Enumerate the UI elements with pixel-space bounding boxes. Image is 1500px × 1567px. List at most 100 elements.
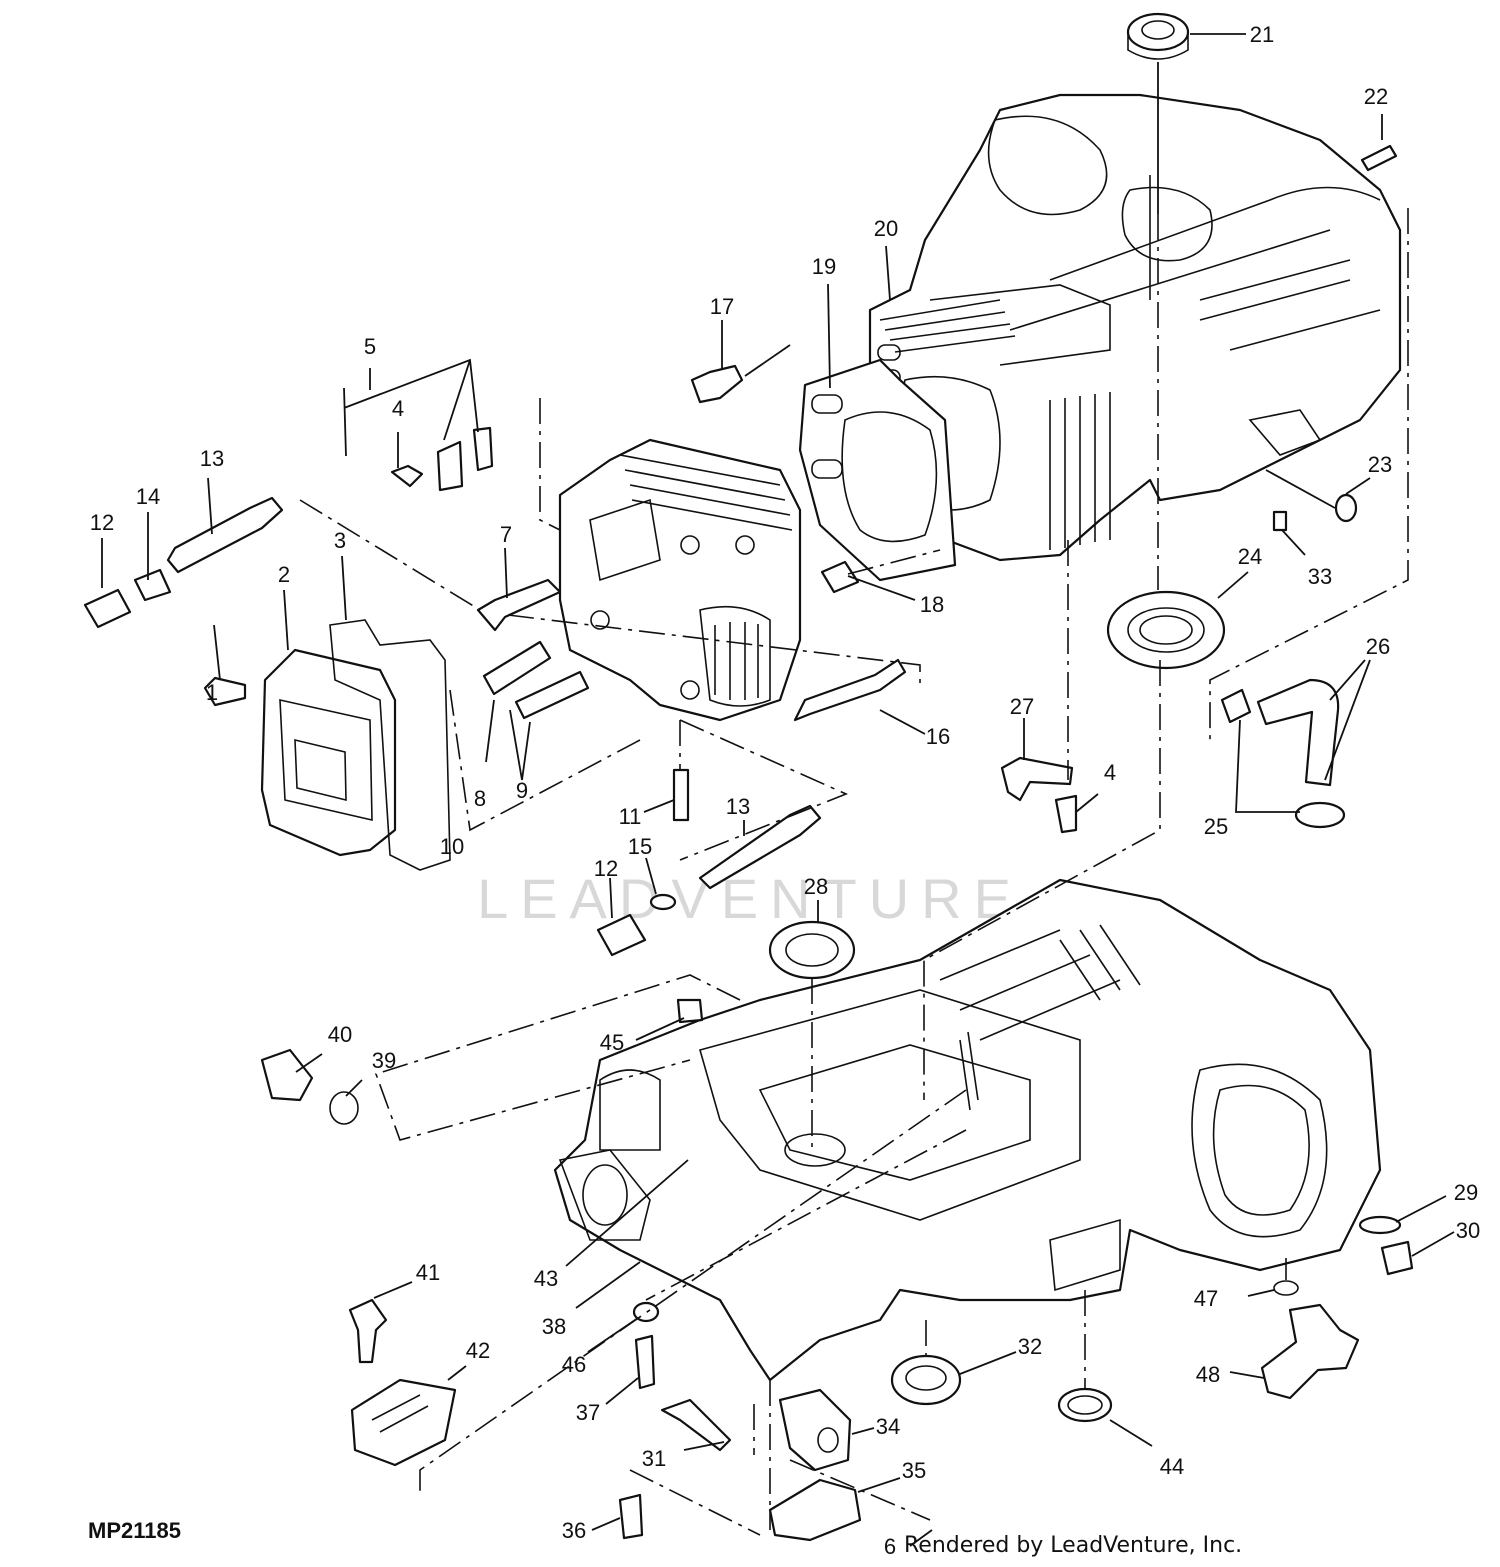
bolt-part-37: [634, 1334, 656, 1390]
cylinder-block: [868, 93, 1402, 562]
bearing-part-24: [1106, 590, 1226, 670]
callout-13-lower: 13: [726, 794, 750, 819]
callout-25: 25: [1204, 814, 1228, 839]
bolt-part-16: [793, 658, 907, 722]
callout-21: 21: [1250, 22, 1274, 47]
cylinder-head: [558, 438, 802, 722]
bracket-part-27: [1000, 756, 1074, 802]
callout-8: 8: [474, 786, 486, 811]
watermark: LEADVENTURE: [477, 867, 1023, 930]
callout-24: 24: [1238, 544, 1262, 569]
callout-11: 11: [619, 804, 642, 829]
callout-30: 30: [1456, 1218, 1480, 1243]
callout-39: 39: [372, 1048, 396, 1073]
regulator-part-42: [350, 1378, 457, 1467]
callout-13-upper: 13: [200, 446, 224, 471]
elbow-part-48: [1260, 1303, 1360, 1400]
o-ring-part-44: [1057, 1387, 1113, 1423]
valve-guide-part-8: [482, 640, 552, 696]
callout-12-upper: 12: [90, 510, 114, 535]
callout-19: 19: [812, 254, 836, 279]
crankcase: [553, 878, 1382, 1382]
callout-16: 16: [926, 724, 950, 749]
callout-27: 27: [1010, 694, 1034, 719]
washer-part-15: [649, 893, 677, 911]
callout-3: 3: [334, 528, 346, 553]
part-4-upper: [390, 464, 424, 488]
bolt-part-4-lower: [1054, 794, 1078, 834]
pin-part-33: [1272, 510, 1288, 532]
callout-44: 44: [1160, 1454, 1184, 1479]
render-credit: Rendered by LeadVenture, Inc.: [904, 1533, 1243, 1558]
callout-12-lower: 12: [594, 856, 618, 881]
seal-part-32: [890, 1354, 962, 1406]
dowel-part-18: [820, 560, 860, 594]
hose-part-26: [1256, 678, 1340, 787]
bolt-part-7: [476, 578, 562, 632]
stud-part-11: [672, 768, 690, 822]
washer-part-23: [1334, 493, 1358, 523]
callout-35: 35: [902, 1458, 926, 1483]
callout-14: 14: [136, 484, 160, 509]
plug-part-30: [1380, 1240, 1414, 1276]
callout-5: 5: [364, 334, 376, 359]
callout-4-upper: 4: [392, 396, 404, 421]
bolt-part-41: [348, 1298, 388, 1364]
seal-part-21: [1126, 12, 1190, 60]
callout-23: 23: [1368, 452, 1392, 477]
bolt-part-1: [203, 676, 247, 707]
stud-part-22: [1360, 144, 1398, 172]
callout-28: 28: [804, 874, 828, 899]
clamp-part-25: [1220, 688, 1346, 829]
callout-34: 34: [876, 1414, 900, 1439]
bolt-part-31: [660, 1398, 732, 1452]
assembly-lines: [299, 208, 1409, 1536]
callout-22: 22: [1364, 84, 1388, 109]
bracket-part-35: [768, 1478, 862, 1542]
callout-20: 20: [874, 216, 898, 241]
callout-9: 9: [516, 778, 528, 803]
callout-18: 18: [920, 592, 944, 617]
callout-43: 43: [534, 1266, 558, 1291]
callout-6: 6: [884, 1534, 896, 1559]
callout-33: 33: [1308, 564, 1332, 589]
callout-37: 37: [576, 1400, 600, 1425]
valve-cover: [260, 648, 397, 857]
tube-part-14: [133, 568, 172, 602]
damper-part-34: [778, 1388, 852, 1472]
head-gasket: [798, 358, 957, 582]
breather-tube-part-12: [83, 588, 132, 629]
washer-part-29: [1358, 1215, 1402, 1235]
leader-lines: [101, 33, 1455, 1547]
callout-31: 31: [642, 1446, 666, 1471]
callout-48: 48: [1196, 1362, 1220, 1387]
callout-17: 17: [710, 294, 734, 319]
callout-41: 41: [416, 1260, 440, 1285]
plug-part-40: [260, 1048, 314, 1102]
callout-15: 15: [628, 834, 652, 859]
cap-part-45: [676, 998, 704, 1024]
callout-2: 2: [278, 562, 290, 587]
bolt-part-17: [690, 364, 744, 404]
callout-4-lower: 4: [1104, 760, 1116, 785]
callout-38: 38: [542, 1314, 566, 1339]
bracket-part-5: [436, 426, 494, 492]
ring-part-39: [329, 1091, 359, 1125]
o-ring-part-47: [1273, 1280, 1299, 1296]
figure-id: MP21185: [88, 1518, 181, 1543]
bolt-part-36: [618, 1493, 644, 1540]
rod-part-13-lower: [698, 804, 822, 890]
bearing-part-28: [768, 920, 856, 980]
callout-36: 36: [562, 1518, 586, 1543]
callout-10: 10: [440, 834, 464, 859]
callout-29: 29: [1454, 1180, 1478, 1205]
rod-part-13: [166, 496, 284, 574]
callout-32: 32: [1018, 1334, 1042, 1359]
callout-26: 26: [1366, 634, 1390, 659]
tube-part-12-lower: [596, 913, 647, 957]
callout-45: 45: [600, 1030, 624, 1055]
valve-guide-part-9: [514, 670, 590, 720]
callout-numbers: 1 2 3 4 4 5 6 7 8 9 10 11 12 12 13 13 14…: [90, 22, 1480, 1559]
callout-46: 46: [562, 1352, 586, 1377]
